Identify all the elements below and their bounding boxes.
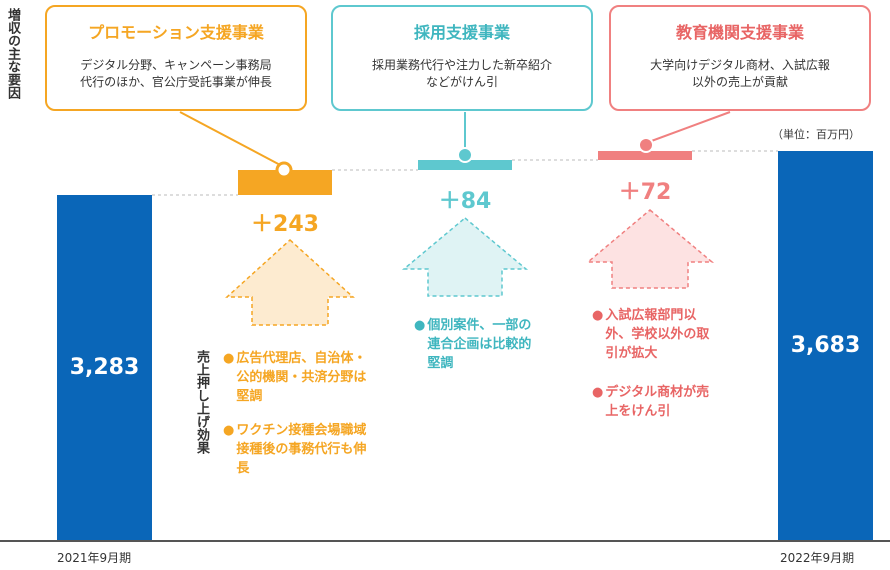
bar-2021: 3,283 — [57, 195, 152, 540]
up-arrow-recruit — [401, 217, 529, 297]
note-item: ● デジタル商材が売上をけん引 — [592, 383, 712, 421]
segment-box-education: 教育機関支援事業 大学向けデジタル商材、入試広報 以外の売上が貢献 — [609, 5, 871, 111]
notes-recruit: ● 個別案件、一部の連合企画は比較的堅調 — [414, 316, 532, 373]
connector-dot-recruit — [457, 147, 473, 163]
segment-desc-promotion: デジタル分野、キャンペーン事務局 代行のほか、官公庁受託事業が伸長 — [47, 57, 305, 91]
increment-label-promotion: ＋243 — [251, 212, 319, 237]
notes-promotion: ● 広告代理店、自治体・公的機関・共済分野は堅調 ● ワクチン接種会場職域接種後… — [223, 349, 371, 478]
segment-box-recruit: 採用支援事業 採用業務代行や注力した新卒紹介 などがけん引 — [331, 5, 593, 111]
increment-bar-education — [598, 151, 692, 160]
note-item: ● 入試広報部門以外、学校以外の取引が拡大 — [592, 306, 712, 363]
bar-value-2021: 3,283 — [69, 355, 140, 380]
bar-value-2022: 3,683 — [790, 333, 861, 358]
segment-desc-line: 採用業務代行や注力した新卒紹介 — [371, 58, 552, 72]
increment-label-education: ＋72 — [618, 180, 672, 205]
segment-desc-line: 代行のほか、官公庁受託事業が伸長 — [80, 75, 272, 89]
increment-label-recruit: ＋84 — [438, 189, 492, 214]
segment-desc-line: 以外の売上が貢献 — [691, 75, 788, 89]
bar-2022: 3,683 — [778, 151, 873, 540]
segment-title-promotion: プロモーション支援事業 — [88, 23, 264, 42]
segment-title-education: 教育機関支援事業 — [675, 23, 804, 42]
note-text: デジタル商材が売上をけん引 — [605, 385, 710, 419]
category-label-2021: 2021年9月期 — [57, 551, 132, 565]
note-item: ● ワクチン接種会場職域接種後の事務代行も伸長 — [223, 421, 371, 478]
connector-education — [645, 111, 731, 144]
unit-label: （単位：百万円） — [772, 128, 860, 141]
up-arrow-education — [585, 209, 715, 289]
bullet-icon: ● — [414, 318, 426, 333]
segment-desc-line: 大学向けデジタル商材、入試広報 — [650, 58, 830, 72]
note-text: 広告代理店、自治体・公的機関・共済分野は堅調 — [236, 351, 367, 404]
connector-dot-education — [638, 137, 654, 153]
bullet-icon: ● — [223, 423, 235, 438]
segment-desc-line: などがけん引 — [425, 75, 498, 89]
note-item: ● 個別案件、一部の連合企画は比較的堅調 — [414, 316, 532, 373]
note-text: 入試広報部門以外、学校以外の取引が拡大 — [605, 308, 710, 361]
push-label: 売上押し上げ効果 — [194, 350, 209, 454]
segment-desc-recruit: 採用業務代行や注力した新卒紹介 などがけん引 — [333, 57, 591, 91]
increment-bar-recruit — [418, 160, 512, 170]
connector-dot-promotion — [275, 161, 293, 179]
side-title: 増収の主な要因 — [5, 8, 20, 99]
segment-desc-line: デジタル分野、キャンペーン事務局 — [80, 58, 272, 72]
note-item: ● 広告代理店、自治体・公的機関・共済分野は堅調 — [223, 349, 371, 406]
bullet-icon: ● — [223, 351, 235, 366]
bullet-icon: ● — [592, 385, 604, 400]
segment-desc-education: 大学向けデジタル商材、入試広報 以外の売上が貢献 — [611, 57, 869, 91]
note-text: 個別案件、一部の連合企画は比較的堅調 — [427, 318, 532, 371]
segment-box-promotion: プロモーション支援事業 デジタル分野、キャンペーン事務局 代行のほか、官公庁受託… — [45, 5, 307, 111]
segment-title-recruit: 採用支援事業 — [413, 23, 510, 42]
note-text: ワクチン接種会場職域接種後の事務代行も伸長 — [236, 423, 367, 476]
up-arrow-promotion — [225, 238, 355, 326]
notes-education: ● 入試広報部門以外、学校以外の取引が拡大 ● デジタル商材が売上をけん引 — [592, 306, 712, 421]
category-label-2022: 2022年9月期 — [780, 551, 855, 565]
connector-promotion — [179, 111, 285, 168]
bullet-icon: ● — [592, 308, 604, 323]
